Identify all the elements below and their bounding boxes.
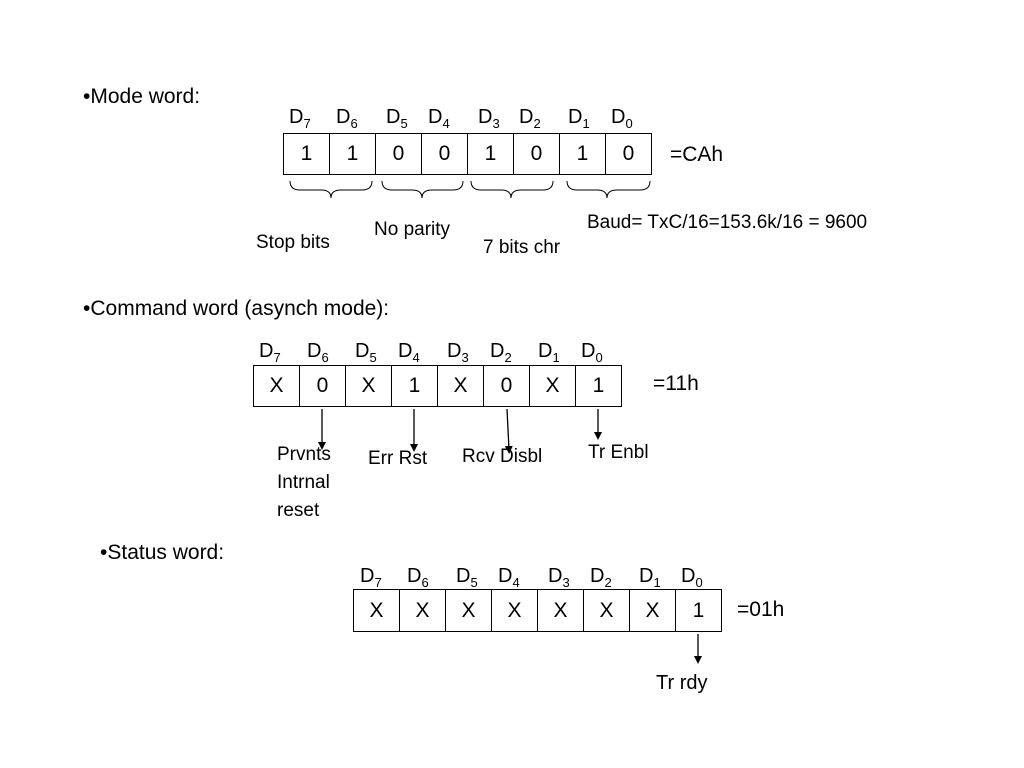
mode-bit-d3: 1 (467, 133, 514, 175)
baud-brace (566, 180, 651, 199)
command-word-heading: •Command word (asynch mode): (83, 297, 390, 320)
command-header-d0: D0 (581, 340, 603, 365)
status-header-d2: D2 (590, 565, 612, 590)
command-bit-d1: X (529, 365, 576, 407)
command-header-d5: D5 (355, 340, 377, 365)
mode-header-d7: D7 (289, 106, 311, 131)
command-bit-d4: 1 (391, 365, 438, 407)
command-bit-d3: X (437, 365, 484, 407)
chr-bits-brace (470, 180, 554, 199)
mode-header-d3: D3 (478, 106, 500, 131)
mode-header-d2: D2 (519, 106, 541, 131)
command-bit-d7: X (253, 365, 300, 407)
status-bit-d0: 1 (675, 589, 722, 632)
command-bit-d0: 1 (575, 365, 622, 407)
no-parity-brace (381, 180, 464, 199)
status-bit-d4: X (491, 589, 538, 632)
err-rst-label: Err Rst (368, 448, 428, 469)
command-bit-d2: 0 (483, 365, 530, 407)
mode-bit-d0: 0 (605, 133, 652, 175)
command-result: =11h (653, 372, 699, 395)
status-header-d4: D4 (498, 565, 520, 590)
mode-result: =CAh (670, 143, 724, 166)
command-header-d7: D7 (259, 340, 281, 365)
status-bit-d5: X (445, 589, 492, 632)
mode-bit-d2: 0 (513, 133, 560, 175)
status-header-d1: D1 (639, 565, 661, 590)
mode-bit-d1: 1 (559, 133, 606, 175)
status-header-d6: D6 (407, 565, 429, 590)
status-header-d5: D5 (456, 565, 478, 590)
mode-header-d6: D6 (336, 106, 358, 131)
tr-enbl-label: Tr Enbl (588, 442, 649, 463)
status-bit-d2: X (583, 589, 630, 632)
mode-header-d1: D1 (568, 106, 590, 131)
command-bit-d6: 0 (299, 365, 346, 407)
mode-bit-d6: 1 (329, 133, 376, 175)
status-bit-d6: X (399, 589, 446, 632)
command-header-d3: D3 (447, 340, 469, 365)
command-header-d2: D2 (490, 340, 512, 365)
prvnts-intrnal-reset-label: Prvnts Intrnal reset (277, 444, 331, 521)
rcv-disbl-label: Rcv Disbl (462, 446, 543, 467)
mode-bit-d7: 1 (283, 133, 330, 175)
command-bit-d5: X (345, 365, 392, 407)
stop-bits-brace (289, 180, 373, 199)
mode-word-heading: •Mode word: (83, 85, 201, 108)
status-header-d7: D7 (360, 565, 382, 590)
baud-label: Baud= TxC/16=153.6k/16 = 9600 (587, 212, 868, 233)
command-header-d1: D1 (538, 340, 560, 365)
status-bit-d7: X (353, 589, 400, 632)
mode-header-d0: D0 (611, 106, 633, 131)
status-bit-d3: X (537, 589, 584, 632)
stop-bits-label: Stop bits (256, 232, 330, 253)
command-header-d6: D6 (307, 340, 329, 365)
status-result: =01h (737, 598, 785, 621)
mode-header-d4: D4 (428, 106, 450, 131)
status-bit-d1: X (629, 589, 676, 632)
mode-bit-d4: 0 (421, 133, 468, 175)
status-header-d3: D3 (548, 565, 570, 590)
command-header-d4: D4 (398, 340, 420, 365)
status-header-d0: D0 (681, 565, 703, 590)
mode-bit-d5: 0 (375, 133, 422, 175)
no-parity-label: No parity (374, 219, 451, 240)
mode-header-d5: D5 (386, 106, 408, 131)
status-word-heading: •Status word: (100, 541, 225, 564)
rcv-disbl-arrow (504, 408, 513, 454)
chr-bits-label: 7 bits chr (483, 237, 561, 258)
tr-rdy-label: Tr rdy (656, 672, 708, 694)
